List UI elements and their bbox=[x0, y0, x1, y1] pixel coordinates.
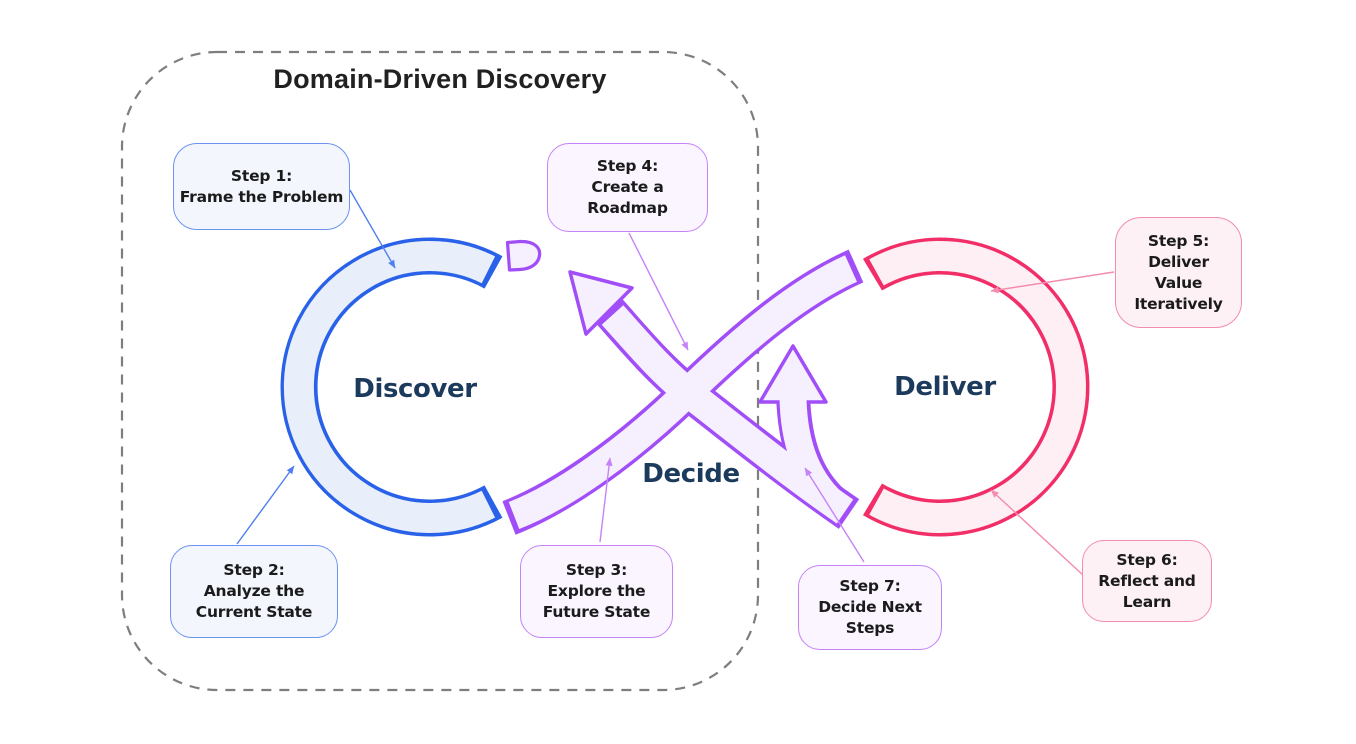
step-3-box: Step 3: Explore the Future State bbox=[520, 545, 673, 638]
diagram-title: Domain-Driven Discovery bbox=[273, 64, 607, 94]
step-5-box: Step 5: Deliver Value Iteratively bbox=[1115, 217, 1242, 328]
step-5-text: Deliver bbox=[1148, 252, 1209, 271]
step-4-title: Step 4: bbox=[596, 157, 659, 175]
connector-step-3 bbox=[599, 457, 613, 543]
step-5-text: Iteratively bbox=[1134, 294, 1223, 313]
connector-step-4 bbox=[628, 232, 689, 351]
step-3-text: Future State bbox=[542, 603, 651, 621]
step-2-text: Current State bbox=[195, 603, 313, 621]
step-7-text: Decide Next bbox=[818, 598, 922, 616]
decide-up-arrowhead-icon bbox=[758, 344, 828, 404]
step-5-text: Value bbox=[1154, 273, 1203, 292]
step-6-title: Step 6: bbox=[1116, 550, 1178, 569]
step-4-text: Roadmap bbox=[587, 199, 668, 217]
deliver-loop-label: Deliver bbox=[894, 372, 996, 402]
step-3-title: Step 3: bbox=[565, 561, 628, 579]
discover-loop-label: Discover bbox=[353, 374, 477, 404]
step-1-title: Step 1: bbox=[230, 166, 293, 185]
connector-step-6 bbox=[990, 489, 1085, 577]
decide-cross-bands bbox=[502, 239, 864, 535]
step-4-text: Create a bbox=[591, 178, 664, 196]
connector-step-5 bbox=[990, 271, 1115, 294]
step-3-text: Explore the bbox=[547, 582, 646, 600]
step-2-text: Analyze the bbox=[203, 582, 305, 600]
step-7-title: Step 7: bbox=[839, 577, 901, 595]
step-2-title: Step 2: bbox=[223, 561, 285, 579]
step-4-box: Step 4: Create a Roadmap bbox=[547, 143, 708, 232]
connector-step-7 bbox=[804, 467, 865, 563]
step-2-box: Step 2: Analyze the Current State bbox=[170, 545, 338, 638]
step-1-text: Frame the Problem bbox=[179, 187, 344, 206]
step-6-text: Reflect and bbox=[1098, 571, 1196, 590]
decide-loop-label: Decide bbox=[642, 459, 740, 489]
step-6-box: Step 6: Reflect and Learn bbox=[1082, 540, 1212, 622]
step-1-box: Step 1: Frame the Problem bbox=[173, 143, 350, 230]
loop-entry-stub bbox=[505, 239, 542, 272]
step-7-text: Steps bbox=[845, 619, 895, 637]
deliver-arc bbox=[863, 237, 1090, 537]
step-5-title: Step 5: bbox=[1147, 231, 1210, 250]
discovery-scope-dashed-frame bbox=[120, 50, 760, 692]
loopback-arrowhead-icon bbox=[568, 270, 634, 336]
connector-step-2 bbox=[236, 465, 295, 545]
step-7-box: Step 7: Decide Next Steps bbox=[798, 565, 942, 650]
step-6-text: Learn bbox=[1122, 592, 1172, 611]
annotation-connectors bbox=[236, 189, 1115, 577]
discover-arc bbox=[280, 237, 503, 537]
connector-step-1 bbox=[349, 189, 396, 269]
